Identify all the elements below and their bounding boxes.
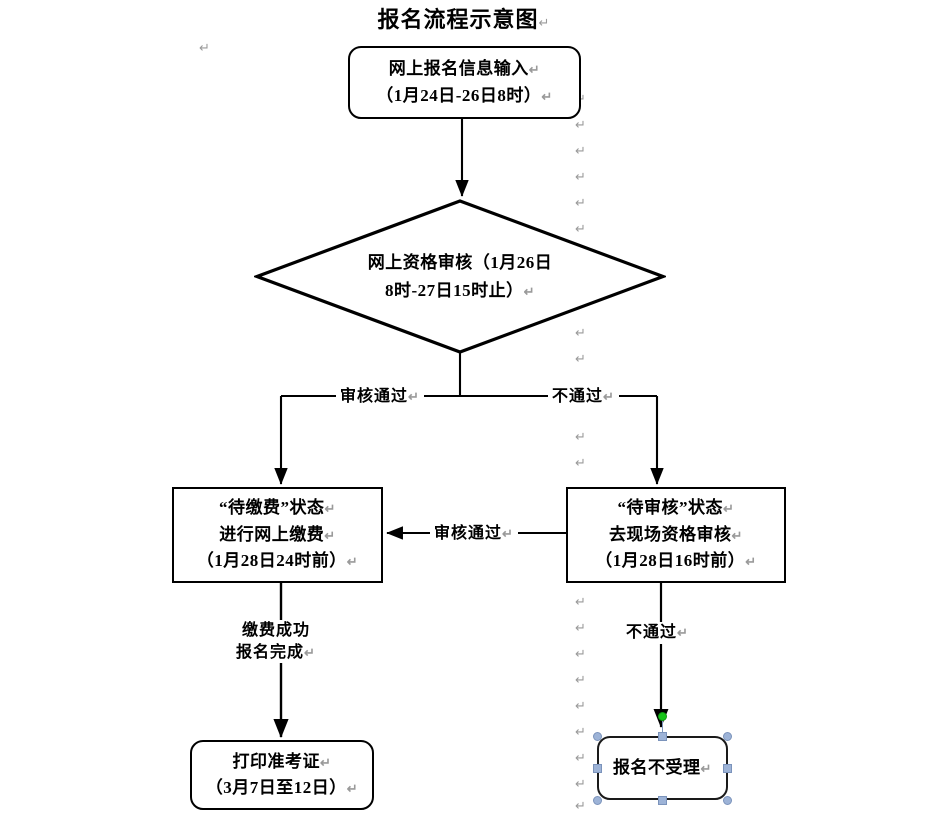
pilcrow-mark: ↵: [603, 389, 615, 404]
pilcrow-mark: ↵: [199, 40, 210, 55]
pilcrow-mark: ↵: [320, 754, 332, 770]
selection-handle-bottom-left[interactable]: [593, 796, 602, 805]
pilcrow-mark: ↵: [324, 527, 336, 543]
pilcrow-mark: ↵: [575, 776, 586, 791]
selection-handle-top-center[interactable]: [658, 732, 667, 741]
node-line: 报名不受理↵: [613, 757, 712, 777]
edge-label-line: 报名完成↵: [236, 643, 316, 661]
edge-label-pass: 审核通过↵: [336, 386, 424, 408]
pilcrow-mark: ↵: [538, 15, 551, 30]
pilcrow-mark: ↵: [528, 62, 541, 78]
node-line: 去现场资格审核↵: [609, 524, 743, 544]
node-line: （3月7日至12日）↵: [205, 778, 359, 797]
node-line: 网上报名信息输入↵: [388, 59, 541, 79]
node-line: （1月24日-26日8时）↵: [376, 85, 553, 105]
edge-label-line: 缴费成功: [241, 622, 310, 639]
node-line: 打印准考证↵: [232, 751, 332, 771]
selection-handle-top-right[interactable]: [723, 732, 732, 741]
pilcrow-mark: ↵: [575, 594, 586, 609]
pilcrow-mark: ↵: [575, 672, 586, 687]
edge-label-payment-success: 缴费成功 报名完成↵: [232, 620, 320, 664]
pilcrow-mark: ↵: [731, 527, 743, 543]
pilcrow-mark: ↵: [575, 698, 586, 713]
selection-handle-bottom-right[interactable]: [723, 796, 732, 805]
node-line: “待缴费”状态↵: [219, 498, 336, 518]
node-print-admission-ticket[interactable]: 打印准考证↵ （3月7日至12日）↵: [190, 740, 374, 810]
pilcrow-mark: ↵: [575, 620, 586, 635]
pilcrow-mark: ↵: [346, 554, 359, 570]
pilcrow-mark: ↵: [745, 554, 757, 570]
node-online-registration-input[interactable]: 网上报名信息输入↵ （1月24日-26日8时）↵: [348, 46, 581, 119]
node-line: “待审核”状态↵: [617, 498, 735, 518]
pilcrow-mark: ↵: [677, 625, 689, 640]
pilcrow-mark: ↵: [575, 455, 586, 470]
rotation-handle[interactable]: [658, 712, 667, 721]
pilcrow-mark: ↵: [324, 501, 336, 517]
pilcrow-mark: ↵: [700, 760, 712, 776]
rotation-handle-stem: [662, 718, 663, 736]
pilcrow-mark: ↵: [575, 724, 586, 739]
node-line: （1月28日16时前）↵: [595, 551, 757, 571]
edge-label-onsite-pass: 审核通过↵: [430, 523, 518, 545]
pilcrow-mark: ↵: [575, 798, 586, 813]
page-title-text: 报名流程示意图: [377, 7, 539, 32]
node-pending-payment[interactable]: “待缴费”状态↵ 进行网上缴费↵ （1月28日24时前）↵: [172, 487, 383, 583]
pilcrow-mark: ↵: [304, 644, 316, 660]
pilcrow-mark: ↵: [575, 325, 586, 340]
node-line: 进行网上缴费↵: [219, 524, 336, 544]
pilcrow-mark: ↵: [575, 143, 586, 158]
selection-handle-middle-left[interactable]: [593, 764, 602, 773]
pilcrow-mark: ↵: [575, 221, 586, 236]
page-title: 报名流程示意图↵: [0, 2, 928, 34]
pilcrow-mark: ↵: [502, 526, 514, 541]
pilcrow-mark: ↵: [575, 195, 586, 210]
selection-handle-middle-right[interactable]: [723, 764, 732, 773]
edge-label-fail: 不通过↵: [548, 386, 619, 408]
selection-handle-top-left[interactable]: [593, 732, 602, 741]
node-line: （1月28日24时前）↵: [196, 551, 359, 571]
pilcrow-mark: ↵: [575, 169, 586, 184]
pilcrow-mark: ↵: [575, 750, 586, 765]
pilcrow-mark: ↵: [408, 389, 420, 404]
node-online-qualification-review[interactable]: 网上资格审核（1月26日 8时-27日15时止）↵: [254, 198, 666, 355]
pilcrow-mark: ↵: [346, 781, 359, 796]
pilcrow-mark: ↵: [541, 88, 553, 104]
pilcrow-mark: ↵: [575, 351, 586, 366]
selection-handle-bottom-center[interactable]: [658, 796, 667, 805]
node-registration-rejected[interactable]: 报名不受理↵: [597, 736, 728, 800]
pilcrow-mark: ↵: [575, 117, 586, 132]
node-pending-onsite-review[interactable]: “待审核”状态↵ 去现场资格审核↵ （1月28日16时前）↵: [566, 487, 786, 583]
pilcrow-mark: ↵: [575, 429, 586, 444]
edge-label-onsite-fail: 不通过↵: [622, 622, 693, 644]
pilcrow-mark: ↵: [575, 646, 586, 661]
diamond-shape: [254, 199, 666, 354]
pilcrow-mark: ↵: [723, 501, 735, 517]
